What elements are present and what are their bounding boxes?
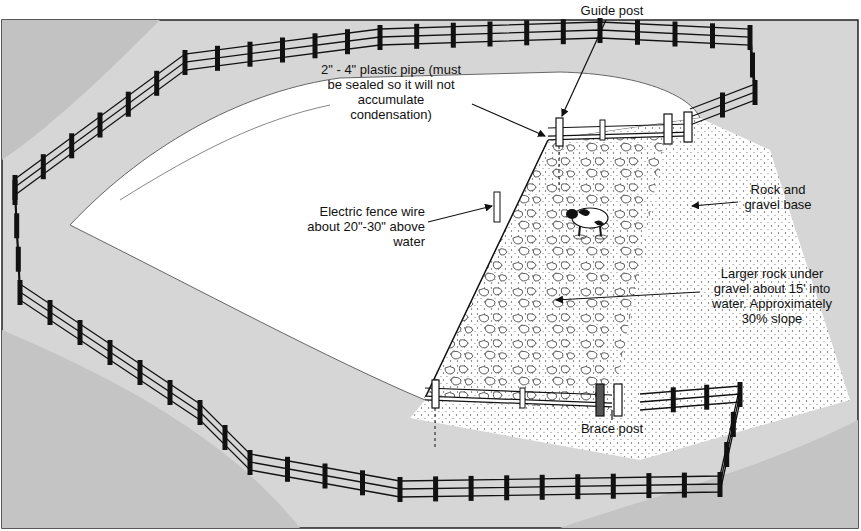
post (600, 120, 605, 140)
fence-post (108, 340, 113, 365)
post-in-water (559, 146, 560, 190)
fence-post (280, 38, 285, 63)
fence-post (215, 46, 220, 71)
access-fence (425, 112, 692, 450)
callout-label: Rock and gravel base (738, 182, 818, 212)
fence-post (710, 23, 715, 48)
fence-post (673, 22, 678, 47)
fence-post (69, 133, 74, 158)
fence-post (720, 93, 725, 118)
brace-post (614, 384, 622, 416)
plastic-pipe (425, 398, 612, 405)
callout-label: Brace post (572, 421, 652, 436)
fence-post (285, 457, 290, 482)
callout-label: 2" - 4" plastic pipe (must be sealed so … (316, 62, 466, 122)
fence-post (611, 474, 616, 499)
fence-post (718, 472, 723, 497)
fence-wire (15, 200, 740, 497)
fence-post (98, 113, 103, 138)
rock-pad (425, 137, 665, 410)
fence-post (738, 382, 743, 407)
leader-line (428, 206, 492, 222)
fence-post (414, 24, 419, 49)
fence-post (18, 280, 23, 305)
fence-post (16, 247, 21, 272)
fence-post (398, 477, 403, 502)
leader-line (692, 202, 738, 206)
fence-post (378, 25, 383, 50)
fence-wire (15, 30, 755, 187)
fence-wire (15, 192, 740, 489)
perimeter-fence (13, 18, 758, 502)
gravel-base (410, 118, 850, 460)
fence-post (78, 320, 83, 345)
fence-post (126, 92, 131, 117)
fence-post (469, 476, 474, 501)
fence-post (748, 25, 753, 50)
fence-post (14, 213, 19, 238)
fence-post (433, 476, 438, 501)
callout-label: Electric fence wire about 20"-30" above … (300, 204, 425, 249)
fence-post (154, 71, 159, 96)
fence-wire (425, 388, 612, 395)
fence-post (48, 300, 53, 325)
electric-wire (425, 140, 548, 398)
brace-post (664, 114, 672, 144)
cow (566, 208, 608, 239)
fence-post (635, 20, 640, 45)
fence-post (138, 360, 143, 385)
fence-post (41, 154, 46, 179)
fence-post (561, 19, 566, 44)
fence-post (524, 20, 529, 45)
fence-post (504, 475, 509, 500)
fence-post (753, 80, 758, 105)
fence-post (724, 442, 729, 467)
fence-post (248, 450, 253, 475)
leader-line (472, 104, 545, 136)
fence-post (168, 380, 173, 405)
fence-post (488, 22, 493, 47)
water-ripple (120, 105, 330, 200)
fence-post (223, 425, 228, 450)
guide-post (556, 118, 563, 146)
brace-post (684, 112, 692, 142)
fence-post (183, 50, 188, 75)
fence-post (248, 42, 253, 67)
fence-post (13, 180, 18, 205)
plastic-pipe (425, 398, 612, 405)
fence-wire (15, 38, 755, 195)
fence-post (731, 412, 736, 437)
fence-post (345, 29, 350, 54)
post (520, 388, 525, 408)
callout-label: Guide post (572, 3, 652, 18)
fence-post (575, 474, 580, 499)
fence-post (313, 33, 318, 58)
leader-lines (428, 20, 738, 420)
fence-post (671, 387, 676, 412)
fence-post (682, 473, 687, 498)
callout-label: Larger rock under gravel about 15' into … (702, 266, 842, 326)
fence-wire (15, 22, 755, 179)
leader-line (556, 292, 700, 300)
leader-line (611, 410, 612, 420)
guide-post (494, 192, 500, 222)
post-in-water (435, 408, 436, 450)
fence-post (451, 23, 456, 48)
frame (2, 20, 858, 528)
hill-shade (2, 330, 300, 528)
fence-post (360, 470, 365, 495)
fence-post (704, 385, 709, 410)
fence-post (323, 464, 328, 489)
fence-post (750, 53, 755, 78)
fence-post (540, 475, 545, 500)
brace-post (596, 384, 604, 416)
fence-post (646, 473, 651, 498)
fence-post (198, 400, 203, 425)
leader-line (562, 20, 606, 116)
guide-post (432, 380, 439, 408)
fence-wire (15, 184, 740, 481)
